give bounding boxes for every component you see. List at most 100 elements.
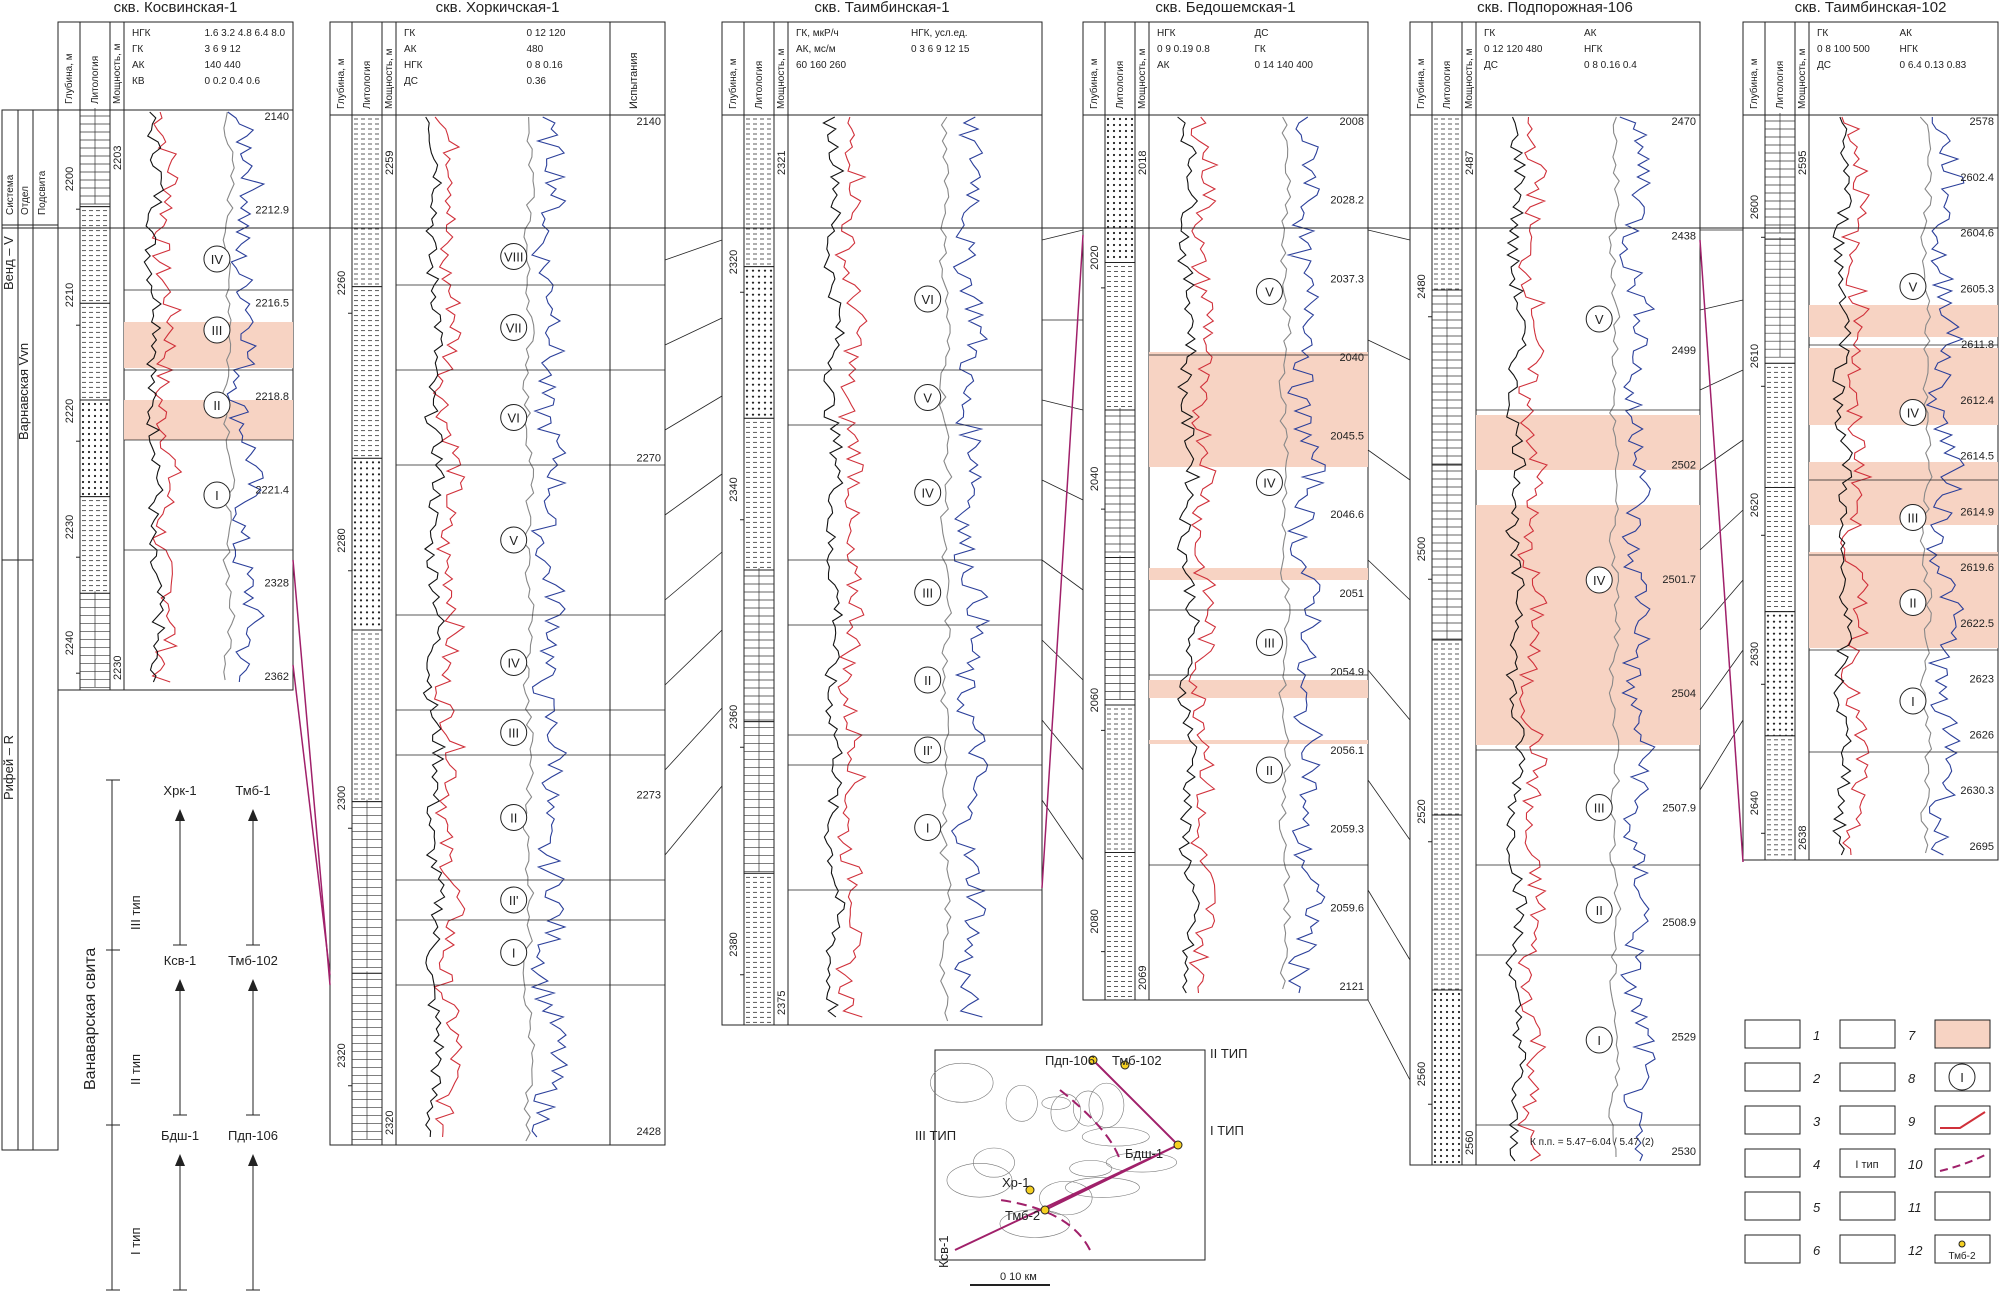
unit-ksv-I-label: I xyxy=(215,488,219,503)
curve-hdr-pdp: 0 12 120 480 xyxy=(1484,44,1543,55)
lith-bdsh-dot xyxy=(1124,249,1128,253)
lith-pdp-dot xyxy=(1451,1040,1455,1044)
lith-pdp-dot xyxy=(1451,1148,1455,1152)
lith-bdsh-dot xyxy=(1112,249,1116,253)
lith-tmb102-dot xyxy=(1766,728,1770,731)
lith-tmb102-dot xyxy=(1772,638,1776,641)
unit-bdsh-IV-label: IV xyxy=(1263,476,1276,491)
lith-hrk-dot xyxy=(353,539,357,542)
lith-bdsh-dot xyxy=(1124,255,1128,259)
legend-num-8: 8 xyxy=(1908,1071,1916,1086)
lith-tmb1-dot xyxy=(769,389,773,392)
lith-bdsh-dot xyxy=(1106,123,1110,127)
lith-hrk-dot xyxy=(365,563,369,566)
unit-hrk-I xyxy=(500,939,528,966)
map-label-7: Тмб-2 xyxy=(1005,1208,1040,1223)
lith-bdsh-dot xyxy=(1130,231,1134,235)
lith-tmb102-dot xyxy=(1778,626,1782,629)
type-arrow-head xyxy=(175,1154,185,1166)
lith-tmb102-dot xyxy=(1790,692,1794,695)
type-well-5: Пдп-106 xyxy=(228,1128,278,1143)
lith-ksv-dot xyxy=(99,474,103,478)
unit-tmb1-II' xyxy=(914,736,942,764)
lith-hrk-dot xyxy=(365,533,369,536)
lith-tmb1-dot xyxy=(769,341,773,344)
correlation-line xyxy=(1041,719,1084,771)
lith-tmb102-dot xyxy=(1778,662,1782,665)
lith-hrk-dot xyxy=(353,557,357,560)
lith-pdp-dot xyxy=(1439,1040,1443,1044)
lith-pdp-dot xyxy=(1433,1130,1437,1134)
type-well-4: Бдш-1 xyxy=(161,1128,199,1143)
mark-tmb102-2578: 2578 xyxy=(1970,116,1994,128)
unit-hrk-II' xyxy=(500,886,528,914)
lith-pdp-dot xyxy=(1445,1106,1449,1110)
map-contour xyxy=(999,1209,1071,1238)
lith-tmb102-dot xyxy=(1778,614,1782,617)
lith-pdp-dot xyxy=(1439,998,1443,1002)
unit-ksv-IV-label: IV xyxy=(211,252,224,267)
lith-tmb102-dot xyxy=(1784,722,1788,725)
lith-hrk-dot xyxy=(353,551,357,554)
lith-bdsh-dot xyxy=(1112,213,1116,217)
lith-tmb102-dot xyxy=(1766,626,1770,629)
lith-pdp-dot xyxy=(1451,992,1455,996)
map-contour xyxy=(1069,1160,1113,1177)
curve-hdr-pdp: ДС xyxy=(1484,60,1498,71)
lith-pdp-dot xyxy=(1433,1040,1437,1044)
lith-bdsh-dot xyxy=(1124,237,1128,241)
lith-pdp-dot xyxy=(1457,1160,1461,1164)
lith-bdsh-dot xyxy=(1106,219,1110,223)
depth-hdr-tmb1: Глубина, м xyxy=(727,58,739,109)
lith-bdsh-dot xyxy=(1106,207,1110,211)
lith-tmb1-dot xyxy=(769,365,773,368)
lith-ksv-dot xyxy=(93,486,97,490)
system-hdr: Система xyxy=(5,174,16,215)
lith-tmb102-dot xyxy=(1766,722,1770,725)
lith-bdsh-dot xyxy=(1130,189,1134,193)
type-arrow-head xyxy=(248,809,258,821)
correlation-line xyxy=(664,317,723,346)
lith-ksv-dot xyxy=(99,408,103,412)
lith-ksv-dot xyxy=(105,444,109,448)
mark-bdsh-2046.6: 2046.6 xyxy=(1330,509,1364,521)
lith-pdp-dot xyxy=(1433,1022,1437,1026)
legend-unit-label: I xyxy=(1960,1070,1964,1085)
lith-pdp-dot xyxy=(1439,1106,1443,1110)
mark-tmb102-2619.6: 2619.6 xyxy=(1960,562,1994,574)
lith-pdp-dot xyxy=(1439,1112,1443,1116)
lith-tmb102-dot xyxy=(1790,656,1794,659)
lith-tmb102-dot xyxy=(1784,716,1788,719)
unit-pdp-II xyxy=(1585,896,1613,924)
unit-hrk-VIII-label: VIII xyxy=(504,250,524,265)
map-contour xyxy=(946,1162,1013,1198)
lith-tmb1-dot xyxy=(769,281,773,284)
lith-bdsh-dot xyxy=(1130,165,1134,169)
lith-bdsh-dot xyxy=(1130,129,1134,133)
lith-bdsh-dot xyxy=(1124,189,1128,193)
lith-tmb1-dot xyxy=(751,269,755,272)
lith-bdsh-dot xyxy=(1106,165,1110,169)
lith-pdp-dot xyxy=(1439,1130,1443,1134)
lith-ksv-dot xyxy=(87,444,91,448)
correlation-line xyxy=(1041,399,1084,411)
lith-hrk-dot xyxy=(359,473,363,476)
lith-tmb1-dot xyxy=(757,329,761,332)
lith-hrk-dot xyxy=(371,581,375,584)
map-label-6: Хр-1 xyxy=(1002,1175,1029,1190)
lith-tmb102-dot xyxy=(1772,704,1776,707)
thick-tmb102-2595: 2595 xyxy=(1797,151,1809,175)
map-label-3: I ТИП xyxy=(1210,1123,1244,1138)
mark-pdp-2504: 2504 xyxy=(1672,688,1696,700)
curve-hdr-tmb1: 0 3 6 9 12 15 xyxy=(911,44,970,55)
mark-bdsh-2045.5: 2045.5 xyxy=(1330,431,1364,443)
lith-bdsh-dot xyxy=(1124,243,1128,247)
lith-bdsh-dot xyxy=(1118,249,1122,253)
lith-tmb102-dot xyxy=(1778,674,1782,677)
lith-hrk-dot xyxy=(353,521,357,524)
lith-bdsh-dot xyxy=(1130,171,1134,175)
mark-hrk-2273: 2273 xyxy=(637,789,661,801)
lith-tmb1-dot xyxy=(763,407,767,410)
lith-pdp-dot xyxy=(1451,1124,1455,1128)
lith-tmb1-dot xyxy=(745,407,749,410)
